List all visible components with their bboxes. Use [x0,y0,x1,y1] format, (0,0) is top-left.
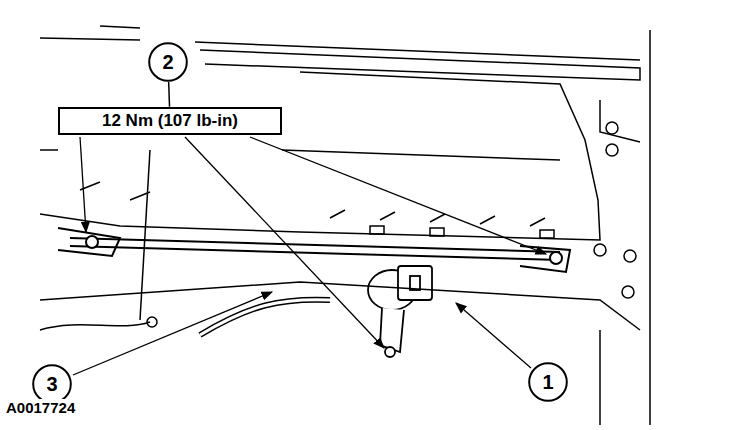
torque-spec-text: 12 Nm (107 lb-in) [102,112,238,131]
callout-circle-outline [149,43,187,81]
leader-lines [73,137,546,375]
bolt [606,144,618,156]
wire-clip [147,317,157,327]
windshield-edge [40,38,140,40]
bolt [594,244,606,256]
leader-line [250,137,546,254]
drain-tube [200,300,330,335]
callout-number: 1 [528,362,568,402]
drain-tube [200,300,330,335]
grille-slot [540,230,554,238]
callout-number: 3 [32,364,72,404]
connector-pin [410,276,420,290]
bolt [550,252,562,264]
callout-number-text: 3 [46,373,57,395]
wiper-linkage [58,228,570,272]
body-panel [649,30,651,425]
torque-spec-box: 12 Nm (107 lb-in) [58,107,282,136]
cowl-grille [40,72,600,240]
bolt [86,236,98,248]
cowl-edge [140,150,150,320]
callout-circle-outline [33,365,71,403]
body-panel [599,330,601,425]
wiper-motor [368,266,432,357]
grille-slot [80,182,545,226]
motor-connector [398,266,432,300]
motor-arm [380,308,404,352]
cowl-edge [40,282,640,330]
leader-line [80,137,86,232]
grille-edge [282,150,560,160]
windshield [40,26,640,80]
body-panel [600,100,640,142]
leader-line [73,292,272,375]
callout-number-text: 2 [162,51,173,73]
cowl-body [40,30,650,425]
windshield-edge [100,26,140,28]
leader-connector [168,82,170,107]
bolt [622,286,634,298]
grille-slot [370,226,384,234]
pivot-bracket [520,246,570,272]
pivot-bracket [58,228,120,256]
grille-outline [40,72,600,240]
callout-circle-outline [529,363,567,401]
body-bolts [594,122,636,298]
leader-line [456,303,531,368]
bolt [606,122,618,134]
bolt [385,347,395,357]
figure-code: A0017724 [4,399,77,416]
windshield-edge [195,42,640,60]
wire [40,322,150,330]
grille-slot [430,228,444,236]
grille-edge [40,149,58,151]
windshield-strip [200,50,640,80]
callout-number: 2 [148,42,188,82]
callout-number-text: 1 [542,371,553,393]
bolt [624,250,636,262]
